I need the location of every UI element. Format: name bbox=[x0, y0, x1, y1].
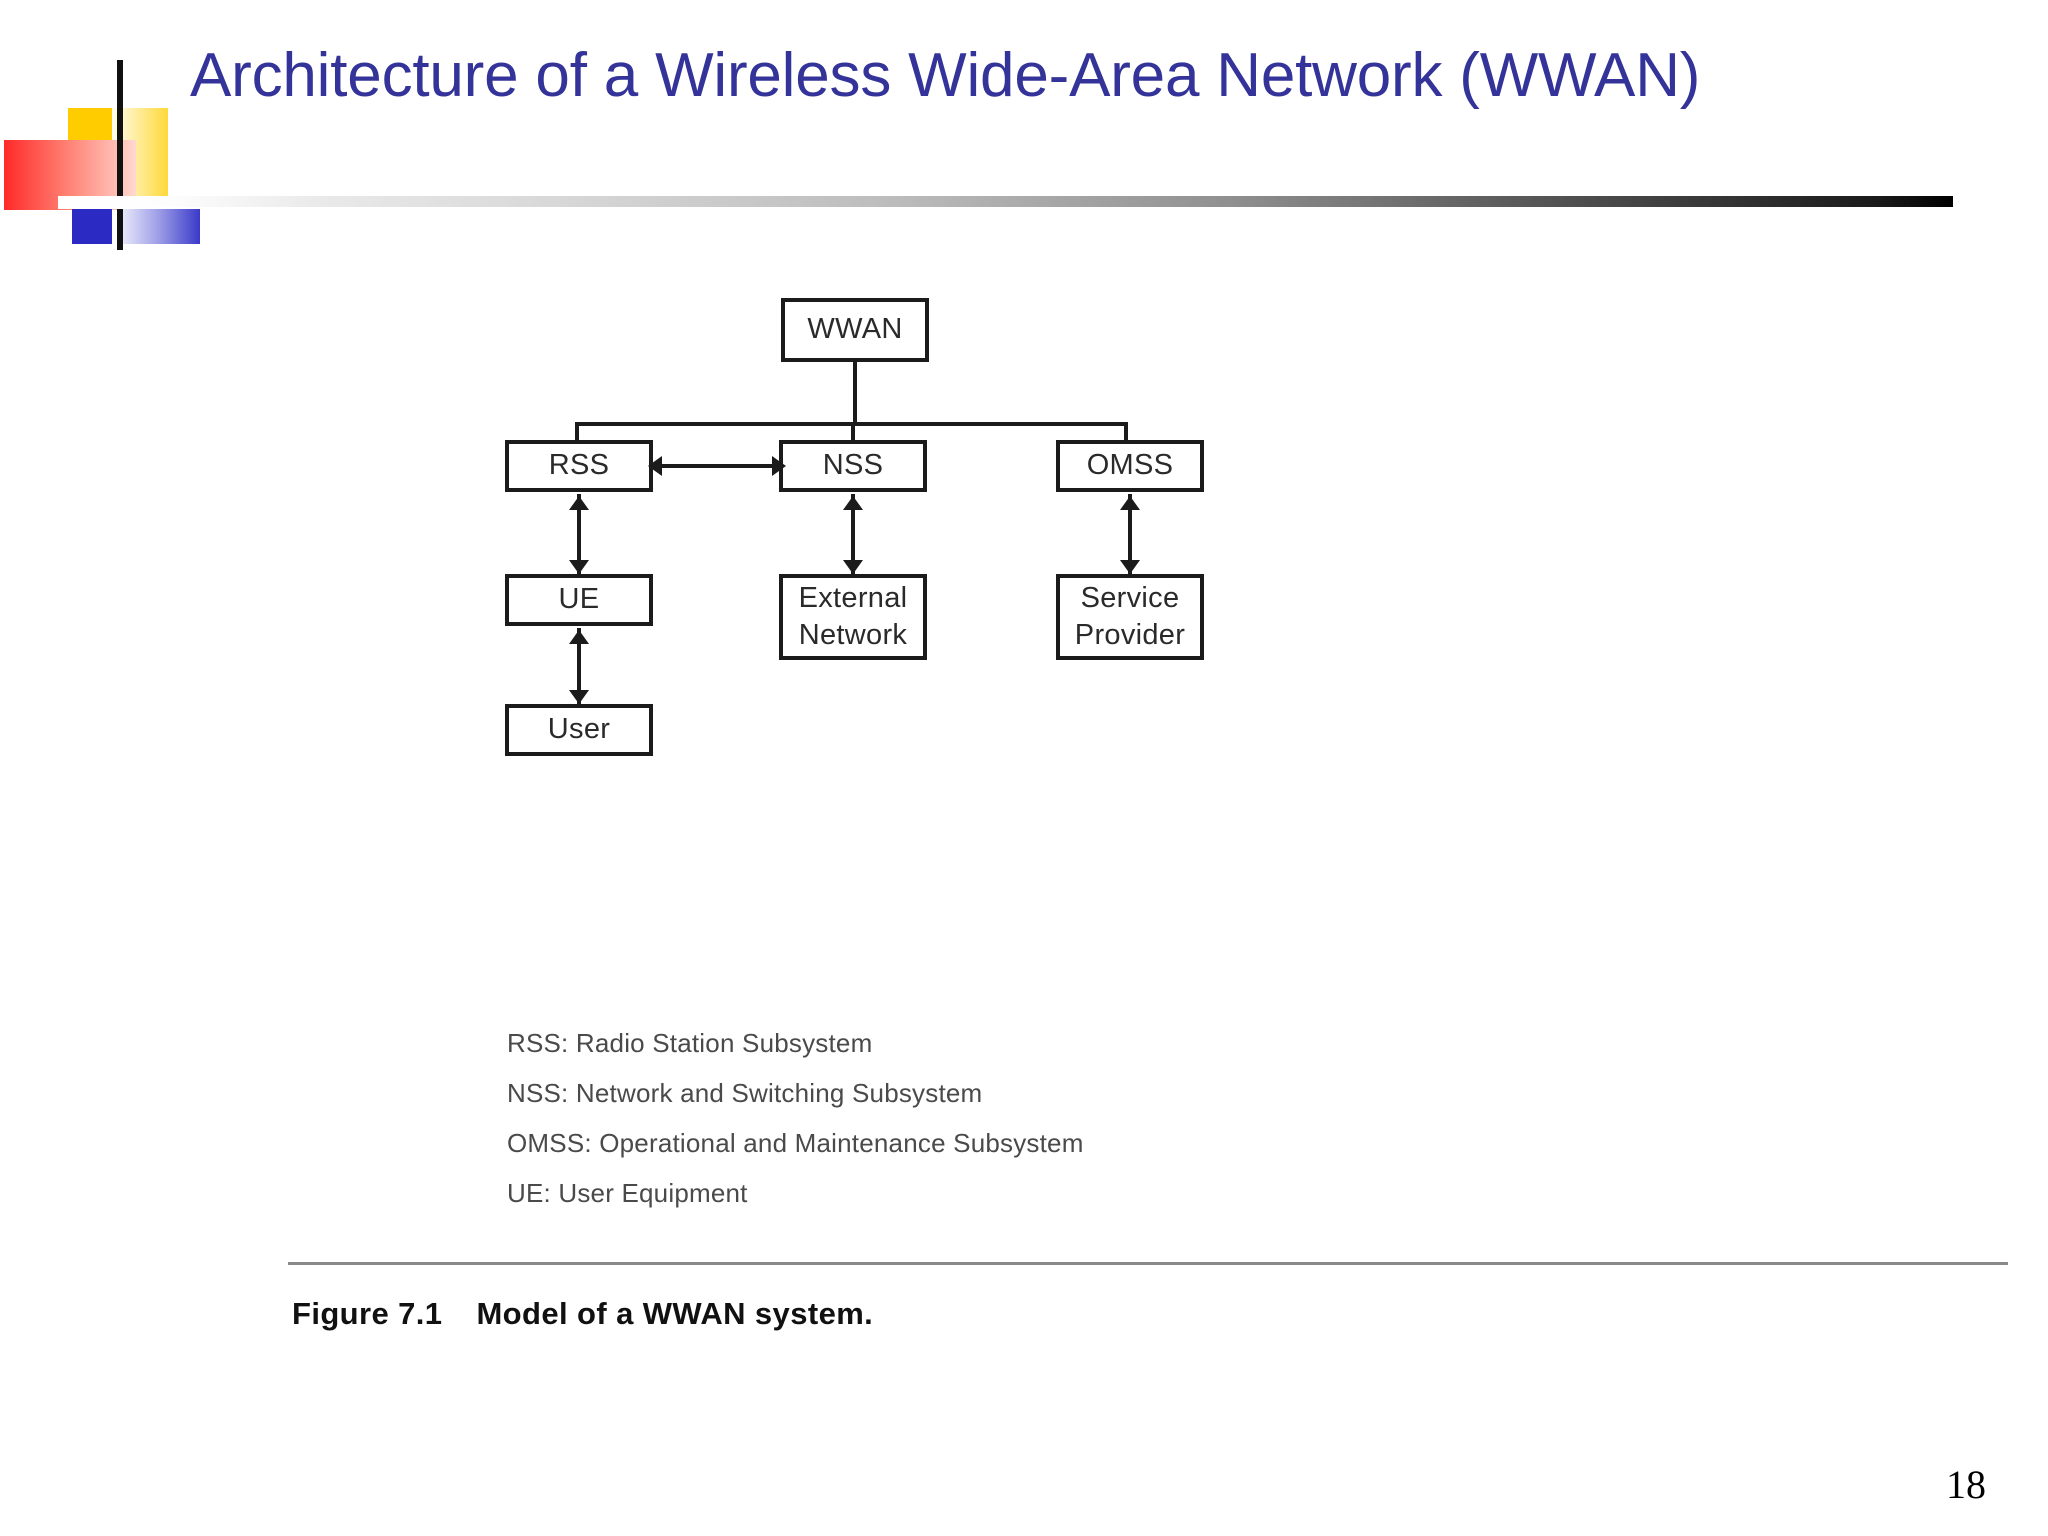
edge-omss-service-arrowhead-down bbox=[1120, 560, 1140, 574]
edge-rss-ue-arrowhead-up bbox=[569, 496, 589, 510]
node-ue-label: UE bbox=[558, 583, 600, 616]
node-rss-label: RSS bbox=[548, 449, 610, 482]
edge-omss-service bbox=[1128, 494, 1132, 574]
edge-nss-external-arrowhead-down bbox=[843, 560, 863, 574]
edge-ue-user-arrowhead-down bbox=[569, 690, 589, 704]
edge-rss-ue-arrowhead-down bbox=[569, 560, 589, 574]
node-service-provider[interactable]: Service Provider bbox=[1056, 574, 1204, 660]
node-user-label: User bbox=[547, 713, 611, 746]
node-rss[interactable]: RSS bbox=[505, 440, 653, 492]
edge-nss-external bbox=[851, 494, 855, 574]
caption-divider-rule bbox=[288, 1262, 2008, 1265]
edge-bus-to-nss bbox=[851, 422, 855, 446]
edge-rss-ue bbox=[577, 494, 581, 574]
edge-omss-service-arrowhead-up bbox=[1120, 496, 1140, 510]
node-external-network[interactable]: External Network bbox=[779, 574, 927, 660]
edge-bus-to-omss bbox=[1124, 422, 1128, 446]
figure-caption-number: Figure 7.1 bbox=[292, 1296, 443, 1331]
node-omss-label: OMSS bbox=[1086, 449, 1174, 482]
figure-caption-text: Model of a WWAN system. bbox=[476, 1296, 874, 1331]
legend-item-rss: RSS: Radio Station Subsystem bbox=[507, 1028, 873, 1058]
edge-bus-to-rss bbox=[575, 422, 579, 446]
node-wwan-label: WWAN bbox=[807, 313, 903, 346]
edge-ue-user bbox=[577, 628, 581, 704]
edge-nss-external-arrowhead-up bbox=[843, 496, 863, 510]
node-nss-label: NSS bbox=[822, 449, 884, 482]
edge-rss-nss-arrowhead-right bbox=[772, 456, 786, 476]
logo-vertical-bar bbox=[117, 60, 123, 250]
node-nss[interactable]: NSS bbox=[779, 440, 927, 492]
legend-item-omss: OMSS: Operational and Maintenance Subsys… bbox=[507, 1128, 1084, 1158]
legend-item-nss: NSS: Network and Switching Subsystem bbox=[507, 1078, 983, 1108]
edge-wwan-stem bbox=[853, 362, 857, 425]
node-ue[interactable]: UE bbox=[505, 574, 653, 626]
page-number: 18 bbox=[1946, 1462, 1986, 1507]
figure-caption: Figure 7.1 Model of a WWAN system. bbox=[292, 1296, 873, 1332]
edge-ue-user-arrowhead-up bbox=[569, 630, 589, 644]
header-divider-rule bbox=[58, 196, 1953, 207]
edge-rss-nss-arrowhead-left bbox=[648, 456, 662, 476]
edge-rss-nss bbox=[657, 464, 777, 468]
node-external-network-label: External Network bbox=[798, 581, 908, 651]
legend-item-ue: UE: User Equipment bbox=[507, 1178, 748, 1208]
node-user[interactable]: User bbox=[505, 704, 653, 756]
node-service-provider-label: Service Provider bbox=[1074, 581, 1186, 651]
node-omss[interactable]: OMSS bbox=[1056, 440, 1204, 492]
node-wwan[interactable]: WWAN bbox=[781, 298, 929, 362]
page-title: Architecture of a Wireless Wide-Area Net… bbox=[190, 40, 1701, 110]
